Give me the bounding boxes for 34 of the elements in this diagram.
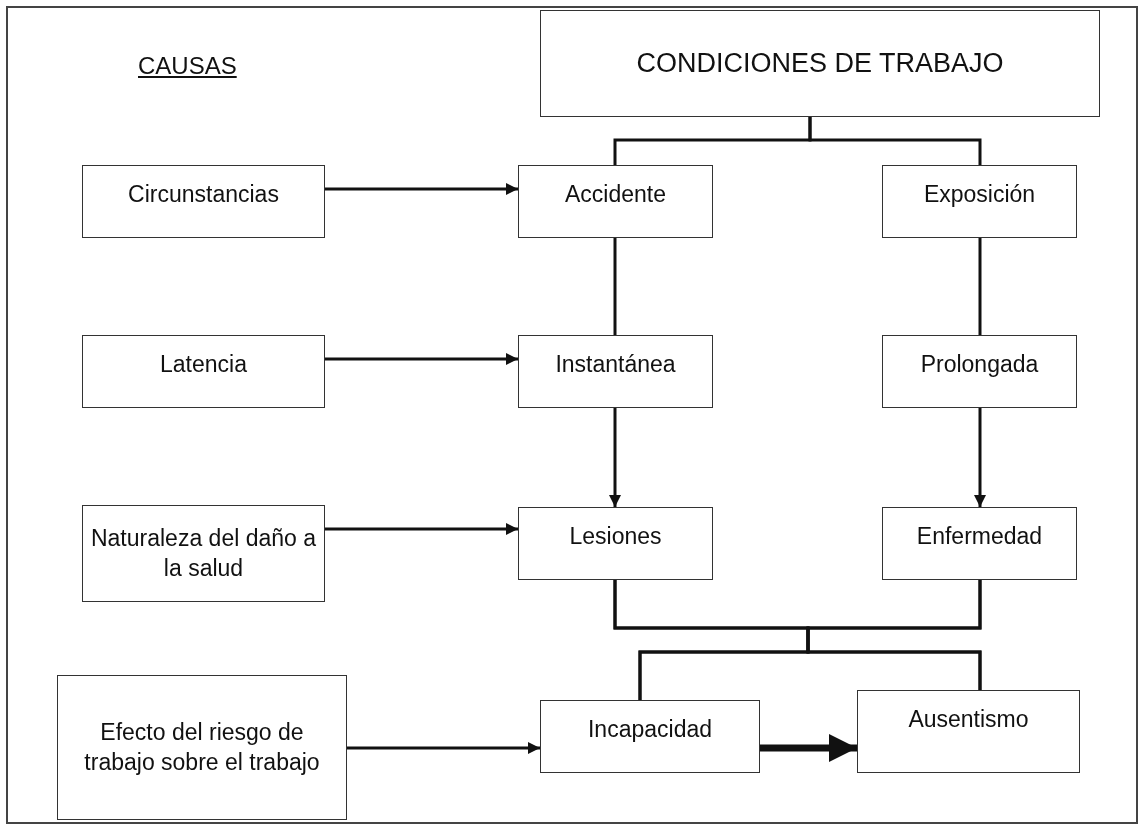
process-box — [82, 335, 325, 408]
connector-arrow — [974, 408, 986, 507]
node-text: Incapacidad — [587, 715, 712, 744]
process-box — [82, 165, 325, 238]
process-box — [518, 335, 713, 408]
connector-arrow — [325, 183, 518, 195]
process-box — [57, 675, 347, 820]
process-box — [518, 507, 713, 580]
node-text: Latencia — [160, 350, 247, 379]
node-text: Prolongada — [920, 350, 1039, 379]
node-text: Lesiones — [569, 522, 662, 551]
process-box — [540, 10, 1100, 117]
node-text: Exposición — [923, 180, 1036, 209]
process-box — [882, 335, 1077, 408]
process-box — [882, 507, 1077, 580]
node-text: Circunstancias — [128, 180, 279, 209]
node-text: Ausentismo — [908, 705, 1029, 734]
node-text: CONDICIONES DE TRABAJO — [636, 46, 1004, 80]
node-text: Naturaleza del daño a la salud — [89, 523, 318, 583]
process-box — [857, 690, 1080, 773]
connector-arrow — [347, 742, 540, 754]
process-box — [82, 505, 325, 602]
node-text: Efecto del riesgo de trabajo sobre el trabajo — [83, 717, 321, 777]
process-box — [882, 165, 1077, 238]
node-text: Instantánea — [555, 350, 676, 379]
process-box — [518, 165, 713, 238]
connector-arrow — [760, 734, 857, 762]
node-text: Enfermedad — [916, 522, 1043, 551]
connector-arrow — [609, 408, 621, 507]
connector-arrow — [325, 353, 518, 365]
process-box — [540, 700, 760, 773]
node-text: Accidente — [565, 180, 666, 209]
connector-arrow — [325, 523, 518, 535]
column-heading: CAUSAS — [138, 52, 237, 80]
